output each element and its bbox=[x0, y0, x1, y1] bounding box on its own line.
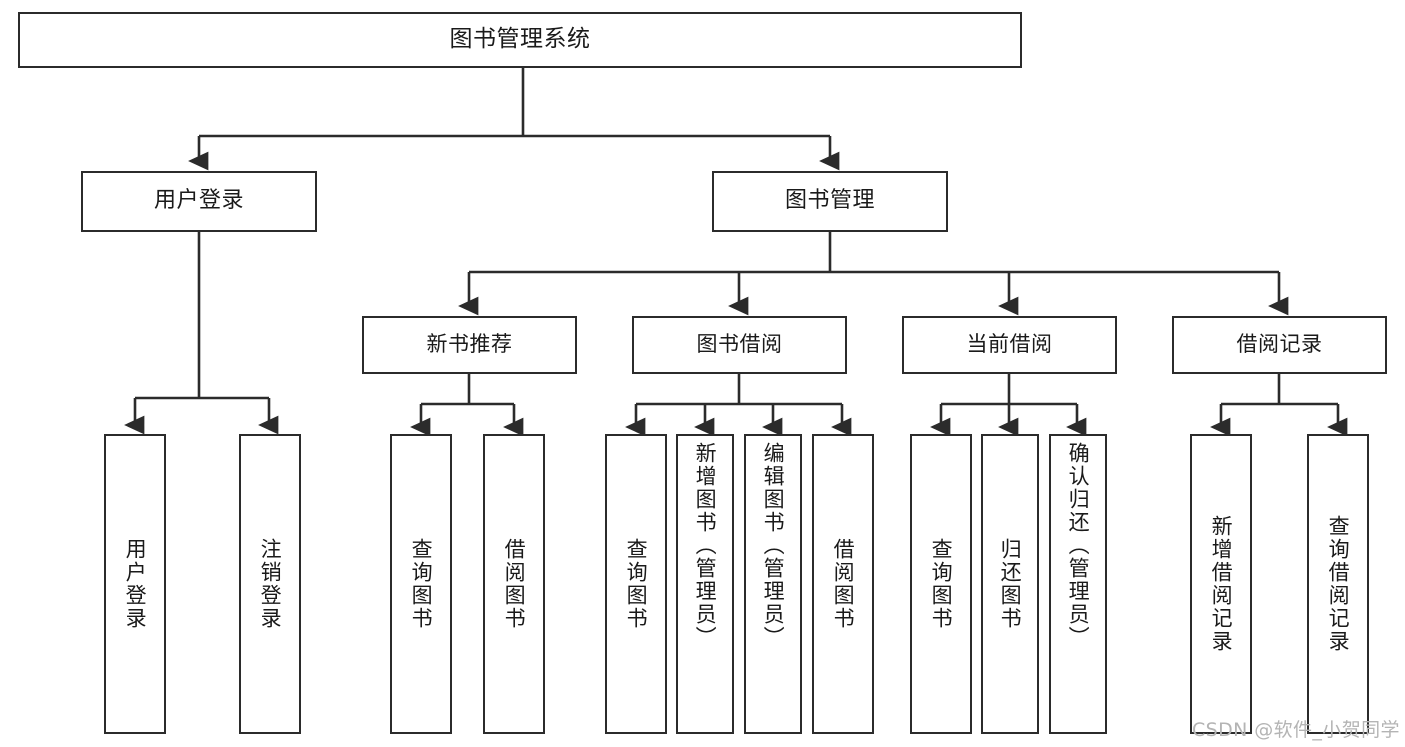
node-leaf-user-login[interactable]: 用户登录 bbox=[104, 434, 166, 734]
node-borrow-record[interactable]: 借阅记录 bbox=[1172, 316, 1387, 374]
csdn-watermark: CSDN @软件_小贺同学 bbox=[1192, 719, 1400, 741]
node-leaf-query-borrow-record[interactable]: 查询借阅记录 bbox=[1307, 434, 1369, 734]
node-leaf-borrow-book-1[interactable]: 借阅图书 bbox=[483, 434, 545, 734]
node-new-book-recommend[interactable]: 新书推荐 bbox=[362, 316, 577, 374]
node-leaf-query-book-3-label: 查询图书 bbox=[929, 538, 954, 630]
node-leaf-user-login-label: 用户登录 bbox=[123, 538, 148, 630]
node-leaf-add-borrow-record[interactable]: 新增借阅记录 bbox=[1190, 434, 1252, 734]
node-book-management-label: 图书管理 bbox=[784, 188, 875, 214]
node-leaf-borrow-book-1-label: 借阅图书 bbox=[502, 538, 527, 630]
node-book-borrow[interactable]: 图书借阅 bbox=[632, 316, 847, 374]
node-root[interactable]: 图书管理系统 bbox=[18, 12, 1022, 68]
node-leaf-query-book-1-label: 查询图书 bbox=[409, 538, 434, 630]
node-new-book-recommend-label: 新书推荐 bbox=[426, 332, 513, 357]
node-leaf-borrow-book-2-label: 借阅图书 bbox=[831, 538, 856, 630]
node-leaf-query-book-3[interactable]: 查询图书 bbox=[910, 434, 972, 734]
node-current-borrow-label: 当前借阅 bbox=[966, 332, 1053, 357]
node-user-login[interactable]: 用户登录 bbox=[81, 171, 317, 232]
node-user-login-label: 用户登录 bbox=[153, 188, 244, 214]
node-book-borrow-label: 图书借阅 bbox=[696, 332, 783, 357]
node-leaf-borrow-book-2[interactable]: 借阅图书 bbox=[812, 434, 874, 734]
node-leaf-add-book-admin-label: 新增图书（管理员） bbox=[693, 442, 718, 649]
node-leaf-query-book-2-label: 查询图书 bbox=[624, 538, 649, 630]
node-leaf-return-book[interactable]: 归还图书 bbox=[981, 434, 1039, 734]
node-current-borrow[interactable]: 当前借阅 bbox=[902, 316, 1117, 374]
node-leaf-logout-label: 注销登录 bbox=[258, 538, 283, 630]
node-leaf-query-book-1[interactable]: 查询图书 bbox=[390, 434, 452, 734]
node-leaf-return-book-label: 归还图书 bbox=[998, 538, 1023, 630]
node-leaf-confirm-return-admin-label: 确认归还（管理员） bbox=[1066, 442, 1091, 649]
node-leaf-edit-book-admin-label: 编辑图书（管理员） bbox=[761, 442, 786, 649]
node-borrow-record-label: 借阅记录 bbox=[1236, 332, 1323, 357]
node-leaf-add-borrow-record-label: 新增借阅记录 bbox=[1209, 515, 1234, 653]
node-leaf-query-book-2[interactable]: 查询图书 bbox=[605, 434, 667, 734]
node-leaf-confirm-return-admin[interactable]: 确认归还（管理员） bbox=[1049, 434, 1107, 734]
node-leaf-query-borrow-record-label: 查询借阅记录 bbox=[1326, 515, 1351, 653]
node-book-management[interactable]: 图书管理 bbox=[712, 171, 948, 232]
node-leaf-edit-book-admin[interactable]: 编辑图书（管理员） bbox=[744, 434, 802, 734]
node-leaf-logout[interactable]: 注销登录 bbox=[239, 434, 301, 734]
node-leaf-add-book-admin[interactable]: 新增图书（管理员） bbox=[676, 434, 734, 734]
node-root-label: 图书管理系统 bbox=[449, 26, 591, 53]
